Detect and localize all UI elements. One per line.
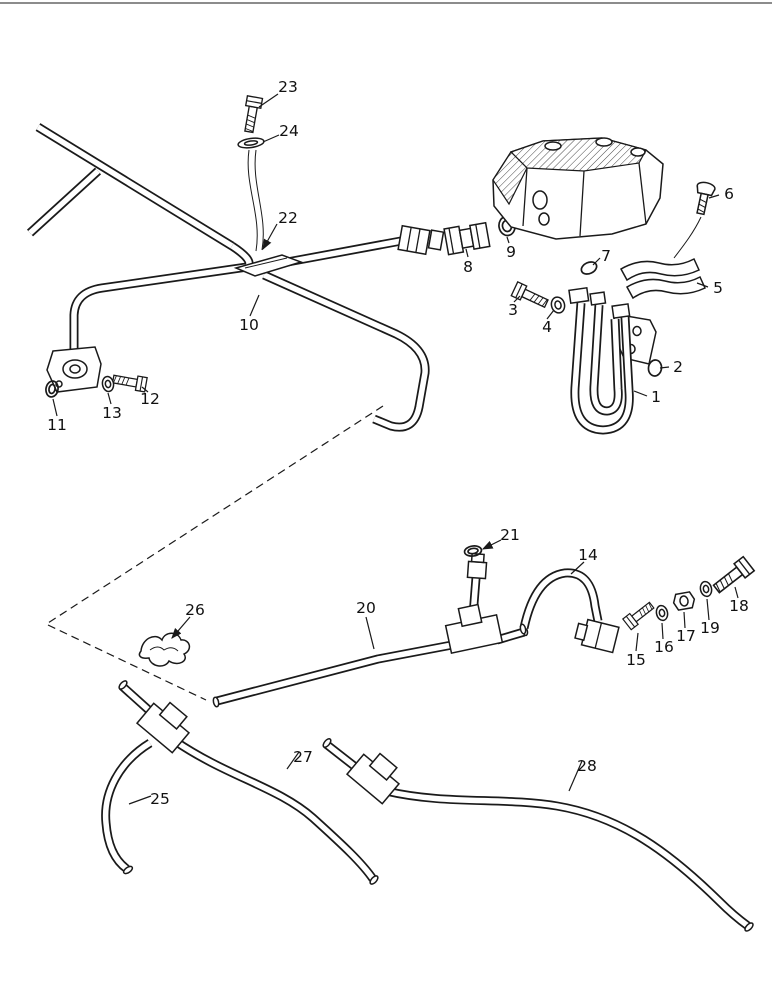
part-label-15: 15 — [626, 651, 646, 669]
part-label-18: 18 — [729, 597, 749, 615]
pipe-assembly-10 — [30, 127, 445, 427]
pipe-assembly-20 — [212, 552, 528, 708]
part-label-8: 8 — [463, 258, 473, 276]
part-label-7: 7 — [601, 247, 611, 265]
washer-16 — [654, 603, 670, 623]
bolt-12 — [111, 371, 148, 393]
clamp-plate-5 — [619, 257, 706, 300]
hose-14 — [520, 573, 620, 654]
part-label-27: 27 — [293, 748, 313, 766]
part-label-24: 24 — [279, 122, 299, 140]
o-ring-11 — [45, 380, 59, 398]
washer-24 — [237, 137, 265, 149]
bolt-18 — [710, 555, 756, 597]
valve-body — [492, 137, 664, 240]
screw-6 — [696, 181, 716, 216]
clamp-26 — [138, 632, 191, 667]
screw-guide-line — [673, 216, 702, 259]
part-label-2: 2 — [673, 358, 683, 376]
washer-19 — [698, 579, 714, 599]
part-label-16: 16 — [654, 638, 674, 656]
bolt-15 — [622, 599, 657, 631]
o-ring-7 — [580, 261, 598, 275]
nut-17 — [672, 591, 696, 611]
o-ring-2 — [647, 359, 663, 377]
part-label-12: 12 — [140, 390, 160, 408]
washer-13 — [100, 374, 116, 394]
adapter-fitting-8 — [443, 221, 491, 256]
part-label-14: 14 — [578, 546, 598, 564]
part-label-22: 22 — [278, 209, 298, 227]
assembly-guide-lines — [247, 149, 264, 252]
part-label-23: 23 — [278, 78, 298, 96]
bolt-23 — [240, 95, 264, 134]
o-ring-21 — [463, 545, 483, 557]
part-label-6: 6 — [724, 185, 734, 203]
part-label-4: 4 — [542, 318, 552, 336]
pipe-collar — [427, 229, 445, 251]
part-label-28: 28 — [577, 757, 597, 775]
part-label-21: 21 — [500, 526, 520, 544]
part-label-9: 9 — [506, 243, 516, 261]
pipe-nut — [397, 224, 431, 256]
pipe-assembly-27 — [106, 680, 379, 885]
projection-dashed-lines — [47, 405, 384, 701]
part-label-20: 20 — [356, 599, 376, 617]
pipe-assembly-28 — [322, 738, 754, 932]
part-label-1: 1 — [651, 388, 661, 406]
part-label-13: 13 — [102, 404, 122, 422]
part-label-10: 10 — [239, 316, 259, 334]
part-label-26: 26 — [185, 601, 205, 619]
leader-lines — [52, 93, 739, 805]
part-label-11: 11 — [47, 416, 67, 434]
pipe-flange — [46, 346, 102, 393]
washer-4 — [550, 296, 566, 314]
part-label-17: 17 — [676, 627, 696, 645]
part-labels: 1 2 3 4 5 6 7 8 9 10 11 12 13 14 15 16 1… — [47, 78, 749, 808]
clamp-plate-22 — [233, 254, 304, 277]
hose-assembly-1 — [568, 286, 657, 430]
part-label-5: 5 — [713, 279, 723, 297]
part-label-19: 19 — [700, 619, 720, 637]
part-label-25: 25 — [150, 790, 170, 808]
part-label-3: 3 — [508, 301, 518, 319]
